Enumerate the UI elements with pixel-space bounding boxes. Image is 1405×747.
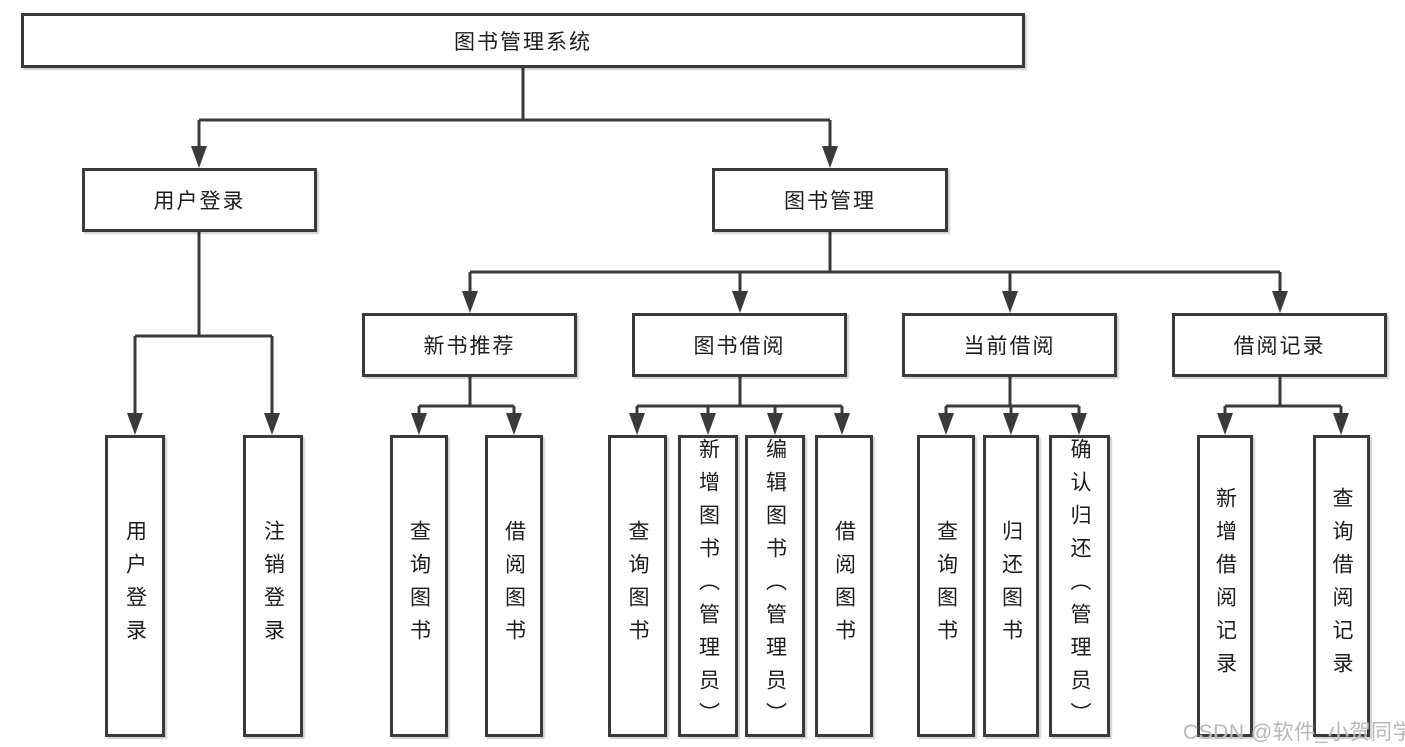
node-label: 新增图书（管理员） xyxy=(696,438,720,735)
node-label: 图书借阅 xyxy=(693,335,786,358)
node-label: 图书管理 xyxy=(784,190,876,213)
leaf-user-login: 用户登录 xyxy=(105,435,165,737)
arrowhead xyxy=(191,146,207,168)
node-label: 用户登录 xyxy=(153,190,246,213)
arrowhead xyxy=(127,413,143,435)
leaf-br-query-borrow-record: 查询借阅记录 xyxy=(1313,435,1370,737)
arrowhead xyxy=(629,413,645,435)
tree-edge-lines xyxy=(133,68,1343,418)
leaf-bb-query-books: 查询图书 xyxy=(608,435,667,737)
node-label: 查询图书 xyxy=(407,520,431,652)
node-user-login: 用户登录 xyxy=(82,168,317,232)
leaf-logout: 注销登录 xyxy=(243,435,303,737)
node-label: 新书推荐 xyxy=(423,335,516,358)
arrowhead xyxy=(1272,291,1288,313)
arrowhead xyxy=(506,413,522,435)
node-label: 新增借阅记录 xyxy=(1213,487,1237,685)
node-label: 查询借阅记录 xyxy=(1330,487,1353,685)
arrowhead xyxy=(732,291,748,313)
node-label: 查询图书 xyxy=(934,520,958,652)
node-label: 图书管理系统 xyxy=(454,30,592,54)
node-new-book-recommend: 新书推荐 xyxy=(362,313,577,377)
node-borrow-records: 借阅记录 xyxy=(1172,313,1387,377)
node-label: 借阅图书 xyxy=(832,520,856,652)
arrowhead xyxy=(462,291,478,313)
arrowhead xyxy=(1003,413,1019,435)
arrowhead xyxy=(700,413,716,435)
node-label: 借阅图书 xyxy=(502,520,526,652)
arrowhead xyxy=(1071,413,1087,435)
node-label: 归还图书 xyxy=(999,520,1023,652)
leaf-cb-return-books: 归还图书 xyxy=(983,435,1039,737)
node-label: 确认归还（管理员） xyxy=(1068,438,1091,735)
arrowhead xyxy=(822,146,838,168)
leaf-cb-confirm-return-admin: 确认归还（管理员） xyxy=(1049,435,1110,737)
arrowhead xyxy=(1002,291,1018,313)
leaf-bb-borrow-books: 借阅图书 xyxy=(815,435,873,737)
leaf-bb-edit-books-admin: 编辑图书（管理员） xyxy=(745,435,805,737)
leaf-bb-add-books-admin: 新增图书（管理员） xyxy=(678,435,738,737)
node-label: 注销登录 xyxy=(261,520,285,652)
node-book-management: 图书管理 xyxy=(712,168,948,232)
leaf-nb-query-books: 查询图书 xyxy=(390,435,448,737)
node-label: 编辑图书（管理员） xyxy=(763,438,787,735)
leaf-cb-query-books: 查询图书 xyxy=(917,435,975,737)
node-label: 用户登录 xyxy=(123,520,147,652)
node-label: 查询图书 xyxy=(626,520,649,652)
arrowhead xyxy=(1217,413,1233,435)
node-root: 图书管理系统 xyxy=(21,13,1025,68)
arrowheads xyxy=(127,146,1349,435)
leaf-nb-borrow-books: 借阅图书 xyxy=(485,435,543,737)
node-label: 当前借阅 xyxy=(963,335,1056,358)
arrowhead xyxy=(834,413,850,435)
node-book-borrow: 图书借阅 xyxy=(632,313,847,377)
arrowhead xyxy=(767,413,783,435)
watermark-csdn: CSDN @软件_小贺同学 xyxy=(1183,721,1405,744)
arrowhead xyxy=(1333,413,1349,435)
leaf-br-add-borrow-record: 新增借阅记录 xyxy=(1197,435,1253,737)
arrowhead xyxy=(411,413,427,435)
arrowhead xyxy=(264,413,280,435)
node-label: 借阅记录 xyxy=(1233,335,1326,358)
node-current-borrow: 当前借阅 xyxy=(902,313,1117,377)
arrowhead xyxy=(938,413,954,435)
